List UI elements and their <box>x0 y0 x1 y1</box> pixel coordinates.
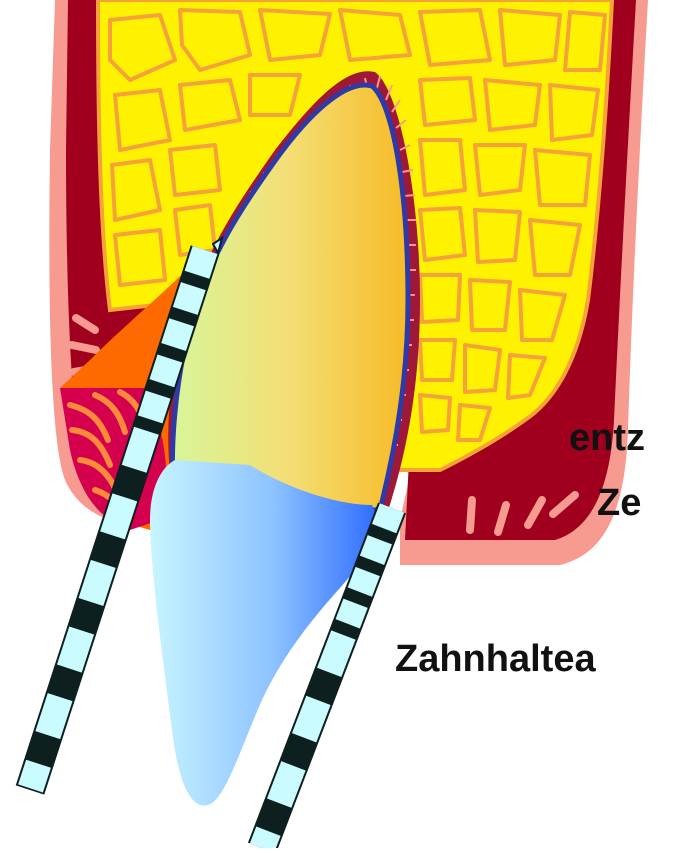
label-zahnhaltea: Zahnhaltea <box>395 640 596 678</box>
label-ze: Ze <box>597 484 641 522</box>
label-entz: entz <box>569 419 645 457</box>
